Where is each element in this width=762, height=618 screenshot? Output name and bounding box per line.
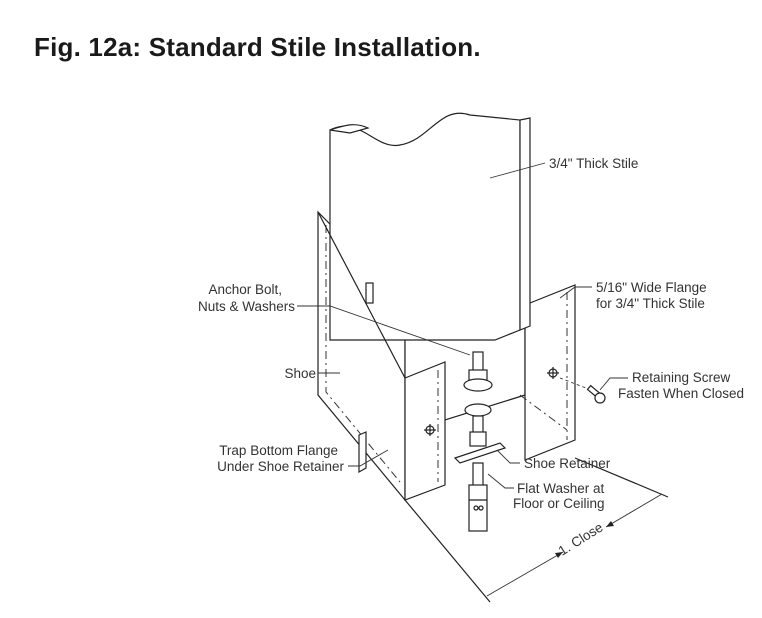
close-dimension-label: 1. Close bbox=[556, 520, 606, 559]
shoe-retainer bbox=[453, 442, 507, 464]
stile bbox=[317, 112, 531, 379]
label-shoe: Shoe bbox=[284, 366, 316, 381]
label-flange-line2: for 3/4" Thick Stile bbox=[596, 296, 705, 311]
label-anchor-line2: Nuts & Washers bbox=[198, 299, 295, 314]
label-washer-line1: Flat Washer at bbox=[517, 481, 605, 496]
anchor-bolt bbox=[365, 282, 507, 532]
leader-lines bbox=[297, 162, 628, 489]
figure-title: Fig. 12a: Standard Stile Installation. bbox=[34, 32, 481, 62]
label-screw-line2: Fasten When Closed bbox=[618, 386, 744, 401]
label-stile: 3/4" Thick Stile bbox=[549, 156, 638, 171]
label-flange-line1: 5/16" Wide Flange bbox=[596, 280, 707, 295]
label-screw-line1: Retaining Screw bbox=[632, 370, 731, 385]
label-shoe-retainer: Shoe Retainer bbox=[524, 456, 611, 471]
floor-lines bbox=[404, 457, 669, 603]
label-anchor-line1: Anchor Bolt, bbox=[208, 282, 282, 297]
label-washer-line2: Floor or Ceiling bbox=[513, 496, 605, 511]
retaining-screw bbox=[559, 377, 606, 404]
label-trap-line2: Under Shoe Retainer bbox=[217, 459, 344, 474]
label-trap-line1: Trap Bottom Flange bbox=[219, 443, 338, 458]
